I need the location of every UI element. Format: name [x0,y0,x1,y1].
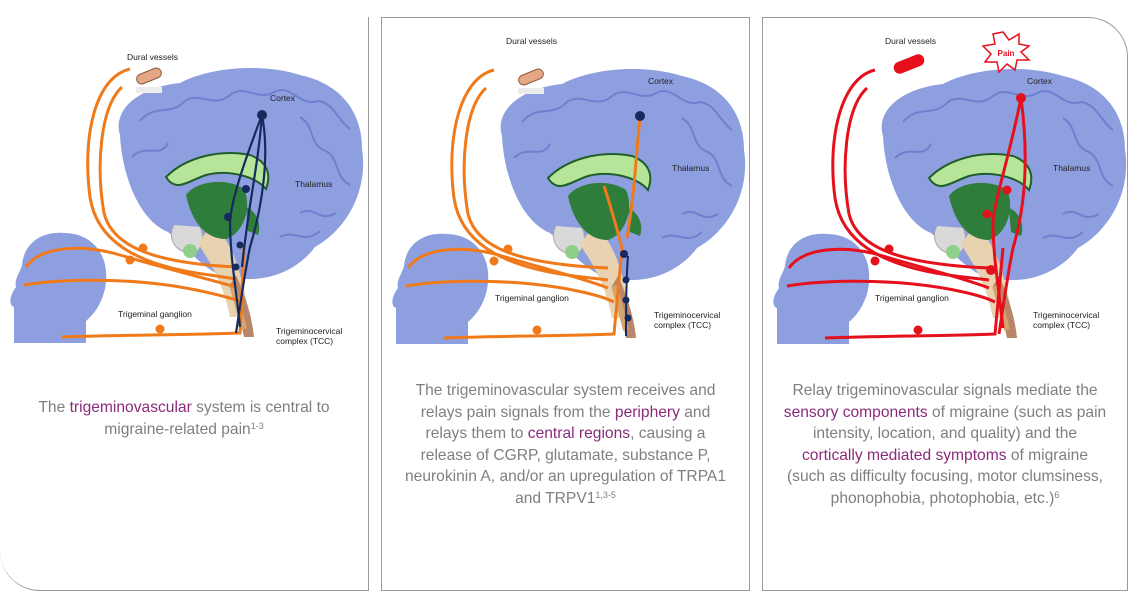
dural-vessel [516,66,546,95]
label-thalamus: Thalamus [672,163,710,173]
trigeminovascular-diagram [392,18,751,344]
label-dural-vessels: Dural vessels [885,36,937,46]
trigeminal-pathway [23,67,246,339]
pain-burst-label: Pain [998,49,1015,58]
central-pathway [625,255,629,337]
panel-1-caption: The trigeminovascular system is central … [38,399,330,438]
pathway-nodes [125,243,165,334]
pathway-nodes [870,93,1026,335]
label-trigeminal-ganglion: Trigeminal ganglion [875,293,949,303]
label-dural-vessels: Dural vessels [127,52,179,62]
pain-burst-icon [981,31,1031,74]
dural-vessel-inflamed [893,54,925,74]
panel-2-caption: The trigeminovascular system receives an… [404,382,727,507]
label-cortex: Cortex [1027,76,1053,86]
label-thalamus: Thalamus [1053,163,1091,173]
label-dural-vessels: Dural vessels [506,36,558,46]
trigeminovascular-diagram: Pain [773,31,1130,344]
label-thalamus: Thalamus [295,179,333,189]
label-cortex: Cortex [270,93,296,103]
central-pathway [228,114,267,334]
pathway-nodes [489,244,542,335]
trigeminovascular-diagram [10,17,369,343]
label-trigeminal-ganglion: Trigeminal ganglion [495,293,569,303]
trigeminal-pathway [786,68,1027,340]
central-nodes [224,110,267,271]
trigeminal-pathway [405,68,642,340]
panel-3-caption: Relay trigeminovascular signals mediate … [783,382,1107,507]
central-nodes [620,111,645,322]
panel-1: Dural vessels Cortex Thalamus Trigeminal… [0,17,369,591]
label-trigeminal-ganglion: Trigeminal ganglion [118,309,192,319]
label-cortex: Cortex [648,76,674,86]
panel-3: Pain Dural vessels Cortex Thalamus Trige… [762,17,1128,591]
panel-2: Dural vessels Cortex Thalamus Trigeminal… [381,17,750,591]
dural-vessel [134,65,164,94]
